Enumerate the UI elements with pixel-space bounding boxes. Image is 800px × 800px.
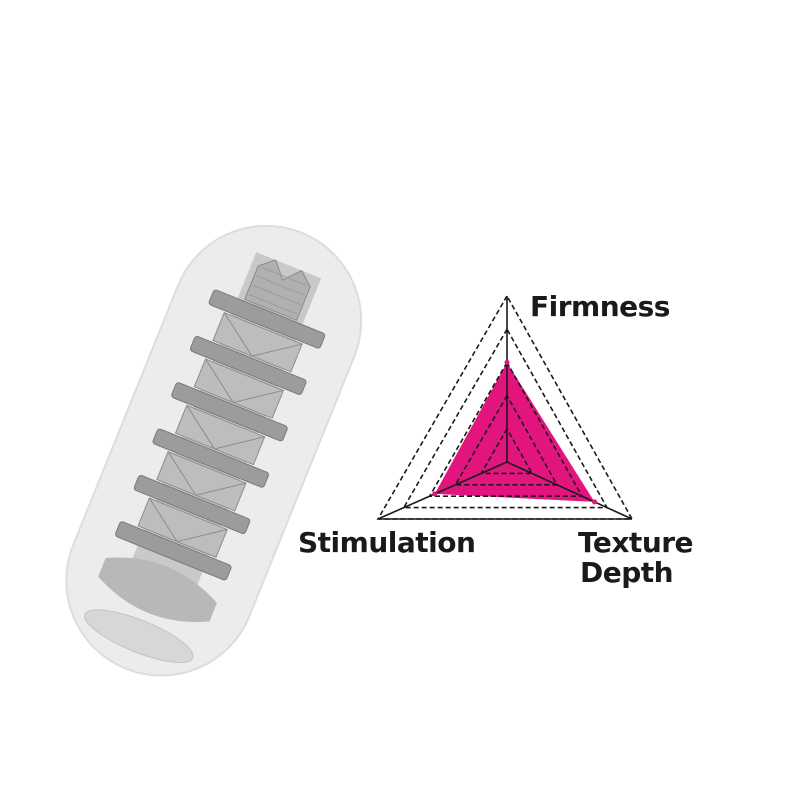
axis-line-1 <box>377 461 508 520</box>
series-point-1 <box>432 491 438 497</box>
sleeve-crown <box>244 259 311 321</box>
grid-level-4 <box>402 327 609 509</box>
series-point-2 <box>592 499 597 505</box>
axis-label-firmness: Firmness <box>530 290 670 323</box>
axis-line-2 <box>506 461 633 520</box>
sleeve-illustration <box>65 224 363 677</box>
grid-level-1 <box>479 427 534 475</box>
sleeve-ribs <box>115 289 326 581</box>
sleeve-nubs <box>137 311 303 558</box>
sleeve-opening <box>84 557 217 663</box>
series-point-0 <box>504 359 510 365</box>
axis-label-texture: Texture <box>578 526 694 559</box>
series-area <box>434 362 595 502</box>
axis-label-stimulation: Stimulation <box>298 526 476 559</box>
radar-chart <box>376 294 634 520</box>
grid-level-2 <box>454 393 559 486</box>
axis-label-depth: Depth <box>580 556 674 589</box>
axis-label-texture-depth: Texture Depth <box>578 526 694 589</box>
